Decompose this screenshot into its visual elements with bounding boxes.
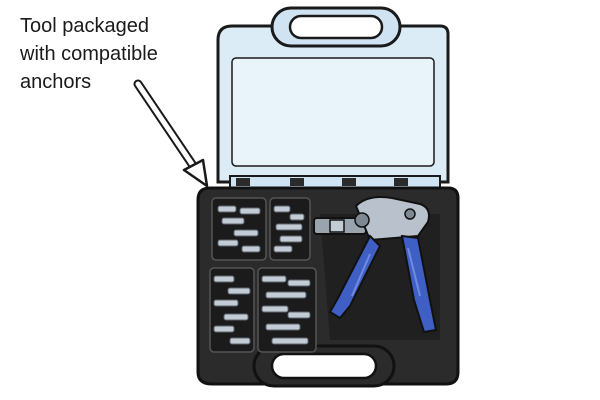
anchor-setting-tool bbox=[313, 196, 440, 340]
anchors bbox=[213, 205, 311, 345]
pointer-arrow bbox=[133, 79, 209, 188]
caption-line-3: anchors bbox=[20, 71, 92, 93]
caption: Tool packaged with compatible anchors bbox=[20, 12, 220, 96]
case-lid bbox=[216, 6, 450, 189]
caption-line-2: with compatible bbox=[20, 43, 158, 65]
caption-line-1: Tool packaged bbox=[20, 15, 149, 37]
